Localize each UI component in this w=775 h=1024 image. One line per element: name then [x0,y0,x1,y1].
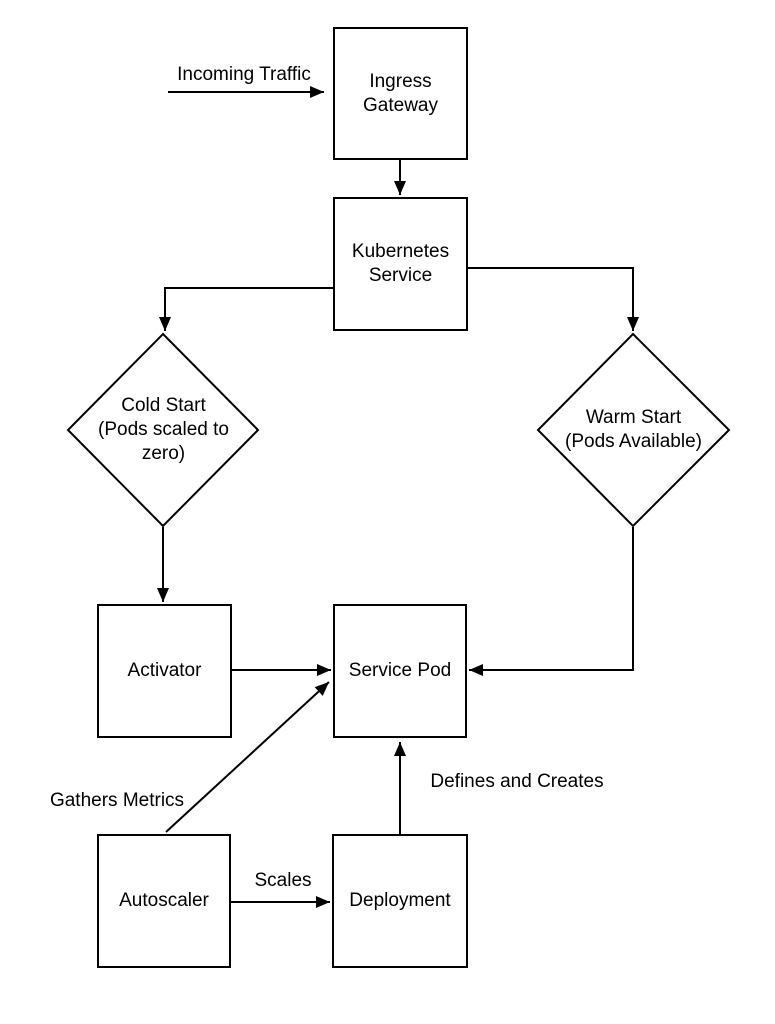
edge-kubernetes-service-to-cold-start [159,287,334,331]
edge-kubernetes-service-to-warm-start [467,267,639,331]
edge-label-incoming-traffic: Incoming Traffic [177,64,311,86]
node-kubernetes-service-label: Kubernetes Service [351,241,450,286]
node-ingress-gateway-label: Ingress Gateway [363,70,438,116]
node-cold-start-shape [66,332,260,528]
edge-warm-start-to-service-pod [469,527,634,676]
node-activator-label: Activator [127,660,202,682]
node-warm-start-shape [536,332,731,528]
edge-label-gathers-metrics: Gathers Metrics [49,790,185,812]
edge-autoscaler-to-service-pod [165,681,330,833]
edge-label-scales: Scales [254,870,312,892]
node-service-pod-label: Service Pod [348,660,452,682]
node-warm-start-label: Warm Start (Pods Available) [565,407,702,452]
node-deployment-label: Deployment [349,890,451,912]
node-kubernetes-service-shape [333,197,468,331]
node-ingress-gateway-shape [333,27,468,160]
node-autoscaler-shape [97,834,231,968]
node-deployment-shape [332,834,468,968]
edge-label-defines-and-creates: Defines and Creates [430,771,604,793]
node-cold-start-label: Cold Start (Pods scaled to zero) [98,395,229,464]
node-autoscaler-label: Autoscaler [119,890,209,912]
node-service-pod-shape [333,604,467,738]
node-activator-shape [97,604,232,738]
